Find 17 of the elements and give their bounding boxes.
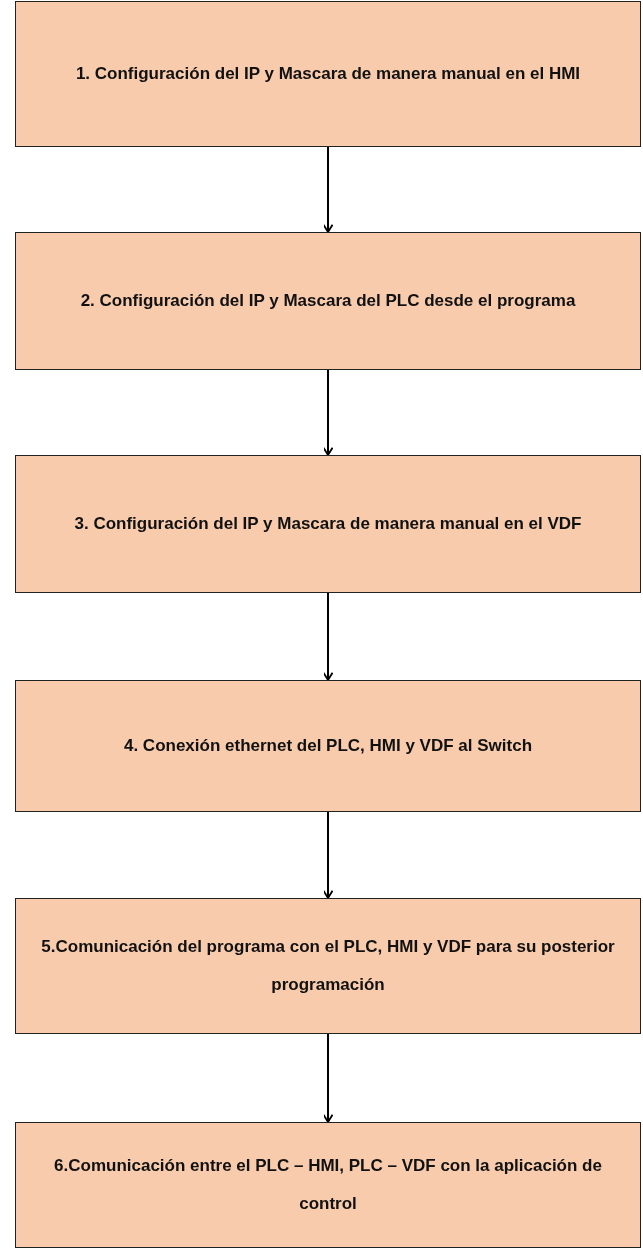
step-text: 1. Configuración del IP y Mascara de manera manual en el HMI: [75, 63, 581, 85]
process-box: [15, 455, 641, 593]
arrow: [322, 1033, 334, 1123]
step-text: 6.Comunicación entre el PLC – HMI, PLC – VDF con la aplicación de control: [53, 1155, 603, 1215]
arrow: [322, 592, 334, 681]
process-box: [15, 1122, 641, 1248]
process-box: [15, 680, 641, 812]
step-text: 4. Conexión ethernet del PLC, HMI y VDF al Switch: [123, 735, 533, 757]
process-box: [15, 1, 641, 147]
arrow: [322, 369, 334, 456]
arrow: [322, 146, 334, 233]
step-text: 3. Configuración del IP y Mascara de manera manual en el VDF: [74, 513, 582, 535]
step-text: 5.Comunicación del programa con el PLC, HMI y VDF para su posterior programación: [40, 936, 616, 996]
process-box: [15, 898, 641, 1034]
process-box: [15, 232, 641, 370]
arrow: [322, 811, 334, 899]
step-text: 2. Configuración del IP y Mascara del PLC desde el programa: [80, 290, 576, 312]
